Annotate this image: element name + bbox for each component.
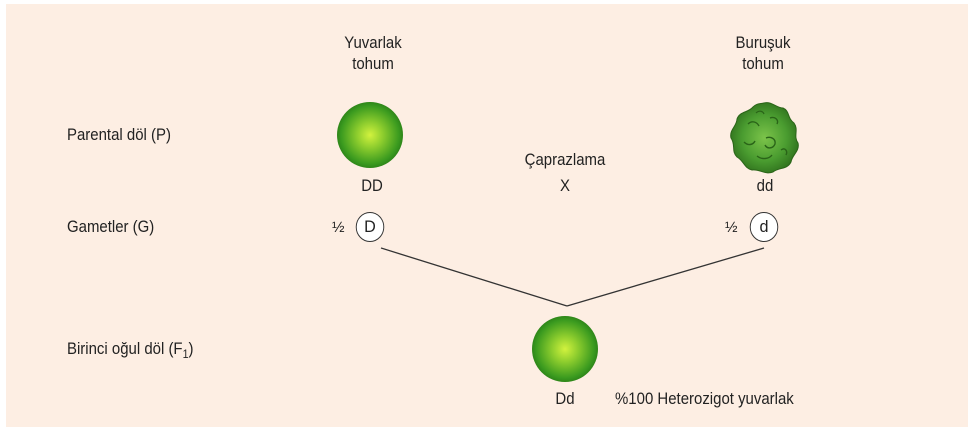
parental-generation-label: Parental döl (P) <box>67 125 171 144</box>
left-gamete-allele: D <box>364 217 376 236</box>
left-gamete-fraction: ½ <box>332 219 345 236</box>
cross-label: Çaprazlama <box>524 150 606 169</box>
round-pea-icon <box>337 102 403 168</box>
right-gamete-fraction: ½ <box>725 219 738 236</box>
cross-symbol: X <box>560 176 570 195</box>
wrinkled-seed-label: Buruşuk tohum <box>736 32 791 74</box>
wrinkled-seed-label-line2: tohum <box>742 54 784 73</box>
left-gamete-circle: D <box>355 212 385 242</box>
offspring-genotype: Dd <box>555 389 575 408</box>
round-seed-label: Yuvarlak tohum <box>344 32 401 74</box>
offspring-pea-icon <box>532 316 598 382</box>
f1-label-subscript: 1 <box>182 347 189 361</box>
diagram-panel <box>6 4 968 427</box>
round-seed-label-line1: Yuvarlak <box>344 33 402 52</box>
gametes-label: Gametler (G) <box>67 217 155 236</box>
f1-label-suffix: ) <box>188 339 194 358</box>
right-gamete-allele: d <box>759 217 769 236</box>
gamete-left-connector <box>380 247 568 307</box>
wrinkled-seed-label-line1: Buruşuk <box>735 33 791 52</box>
right-parent-genotype: dd <box>756 176 774 195</box>
wrinkled-pea-icon <box>730 102 799 174</box>
gamete-right-connector <box>566 247 765 307</box>
right-gamete-circle: d <box>749 212 779 242</box>
offspring-description: %100 Heterozigot yuvarlak <box>615 389 794 408</box>
round-seed-label-line2: tohum <box>352 54 394 73</box>
f1-generation-label: Birinci oğul döl (F1) <box>67 338 193 365</box>
left-parent-genotype: DD <box>361 176 383 195</box>
f1-label-prefix: Birinci oğul döl (F <box>67 339 183 358</box>
